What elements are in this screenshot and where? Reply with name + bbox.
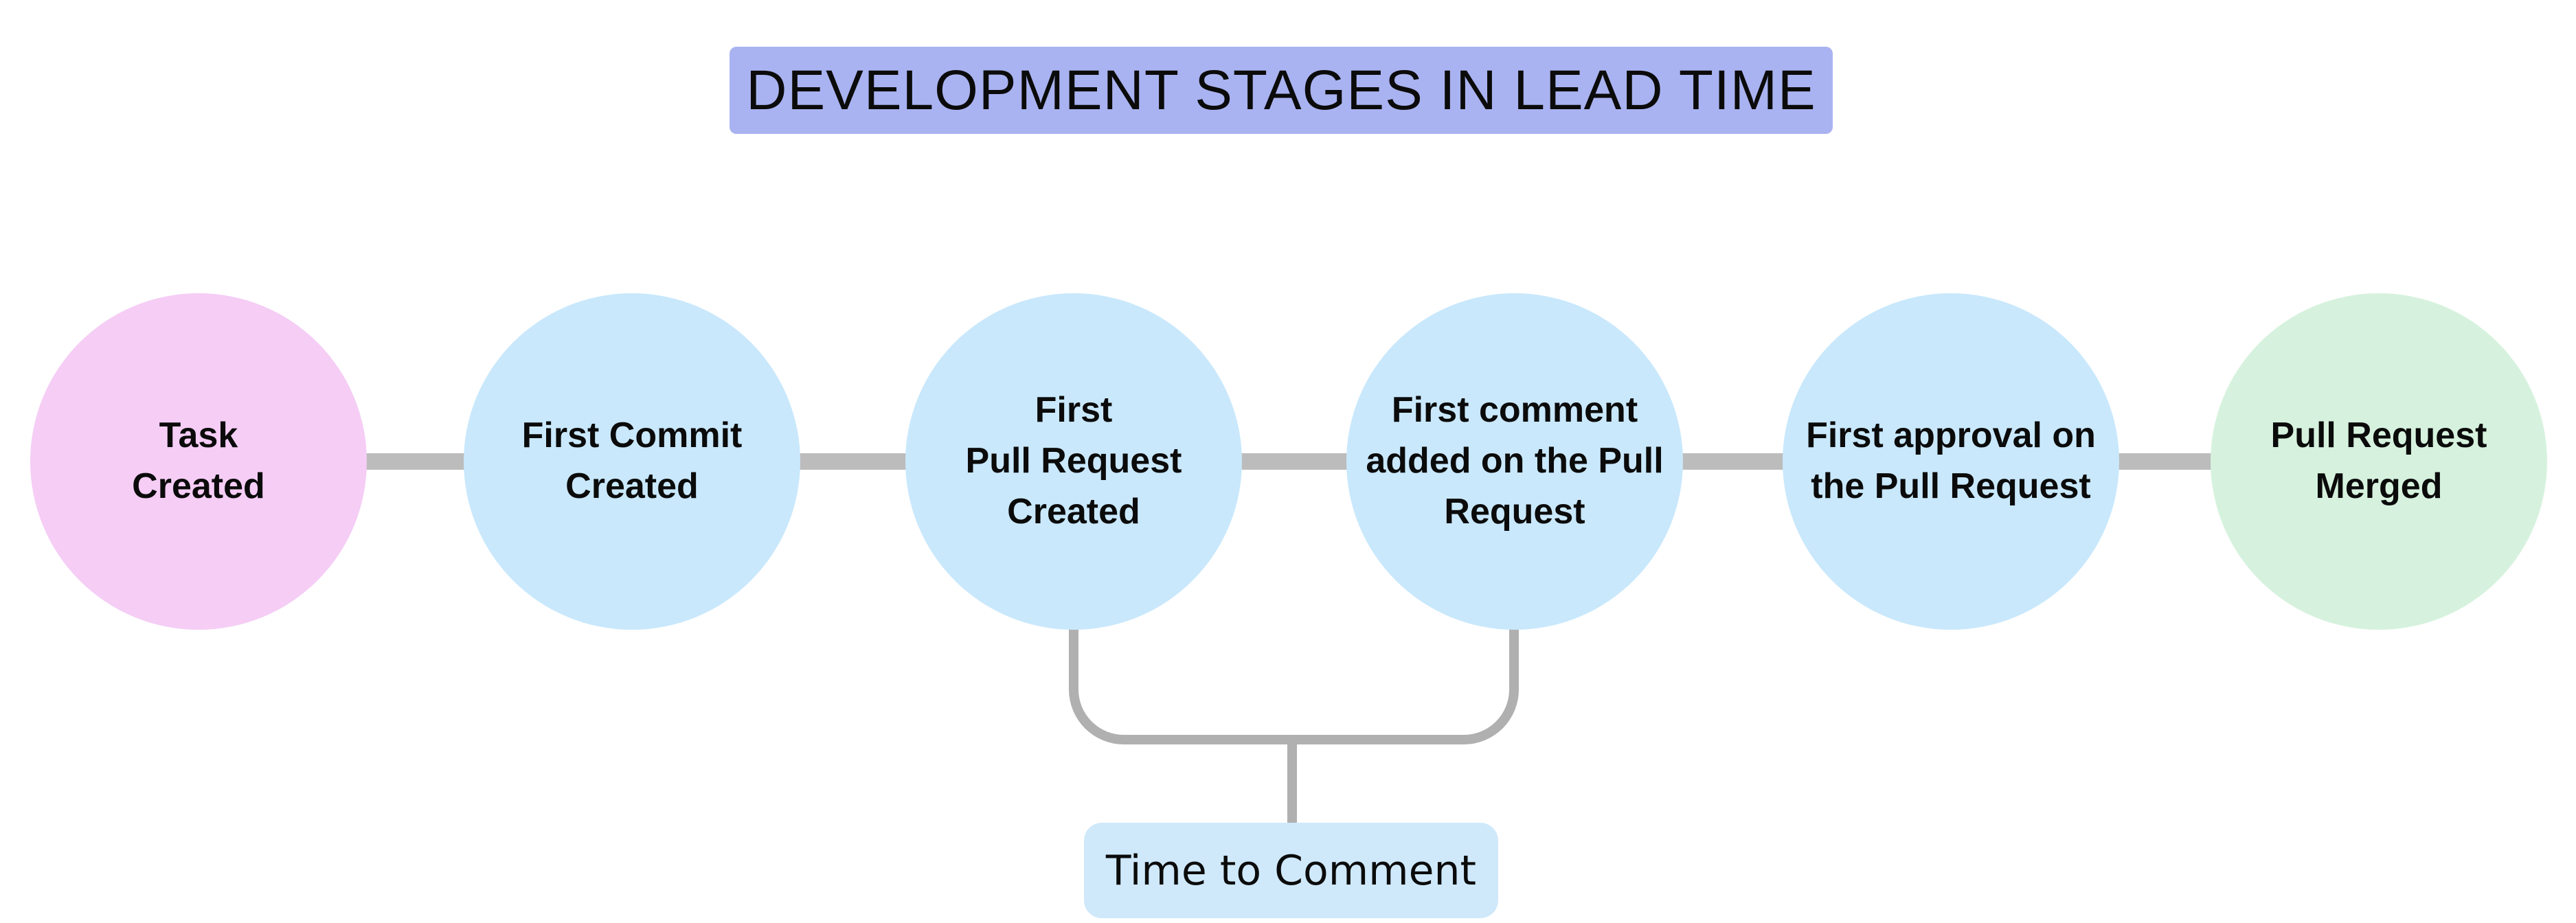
stage-label-first-pull-request-created: First Pull Request Created bbox=[965, 390, 1182, 532]
stage-circle-first-comment-added: First comment added on the Pull Request bbox=[1346, 293, 1683, 630]
stage-circle-pull-request-merged: Pull Request Merged bbox=[2211, 293, 2547, 630]
annotation-bracket-stem bbox=[1287, 743, 1297, 823]
stage-label-first-commit-created: First Commit Created bbox=[521, 415, 743, 506]
stage-label-task-created: Task Created bbox=[132, 415, 265, 506]
stage-label-first-approval: First approval on the Pull Request bbox=[1806, 415, 2096, 506]
annotation-bracket bbox=[1069, 627, 1519, 744]
stage-label-pull-request-merged: Pull Request Merged bbox=[2270, 415, 2487, 506]
stage-circle-first-approval: First approval on the Pull Request bbox=[1783, 293, 2119, 630]
diagram-title: DEVELOPMENT STAGES IN LEAD TIME bbox=[730, 47, 1833, 134]
stage-circle-first-commit-created: First Commit Created bbox=[464, 293, 800, 630]
annotation-label: Time to Comment bbox=[1105, 846, 1477, 895]
stage-circle-first-pull-request-created: First Pull Request Created bbox=[905, 293, 1242, 630]
stage-circle-task-created: Task Created bbox=[30, 293, 367, 630]
annotation-label-box: Time to Comment bbox=[1084, 823, 1498, 918]
stage-label-first-comment-added: First comment added on the Pull Request bbox=[1366, 390, 1664, 532]
